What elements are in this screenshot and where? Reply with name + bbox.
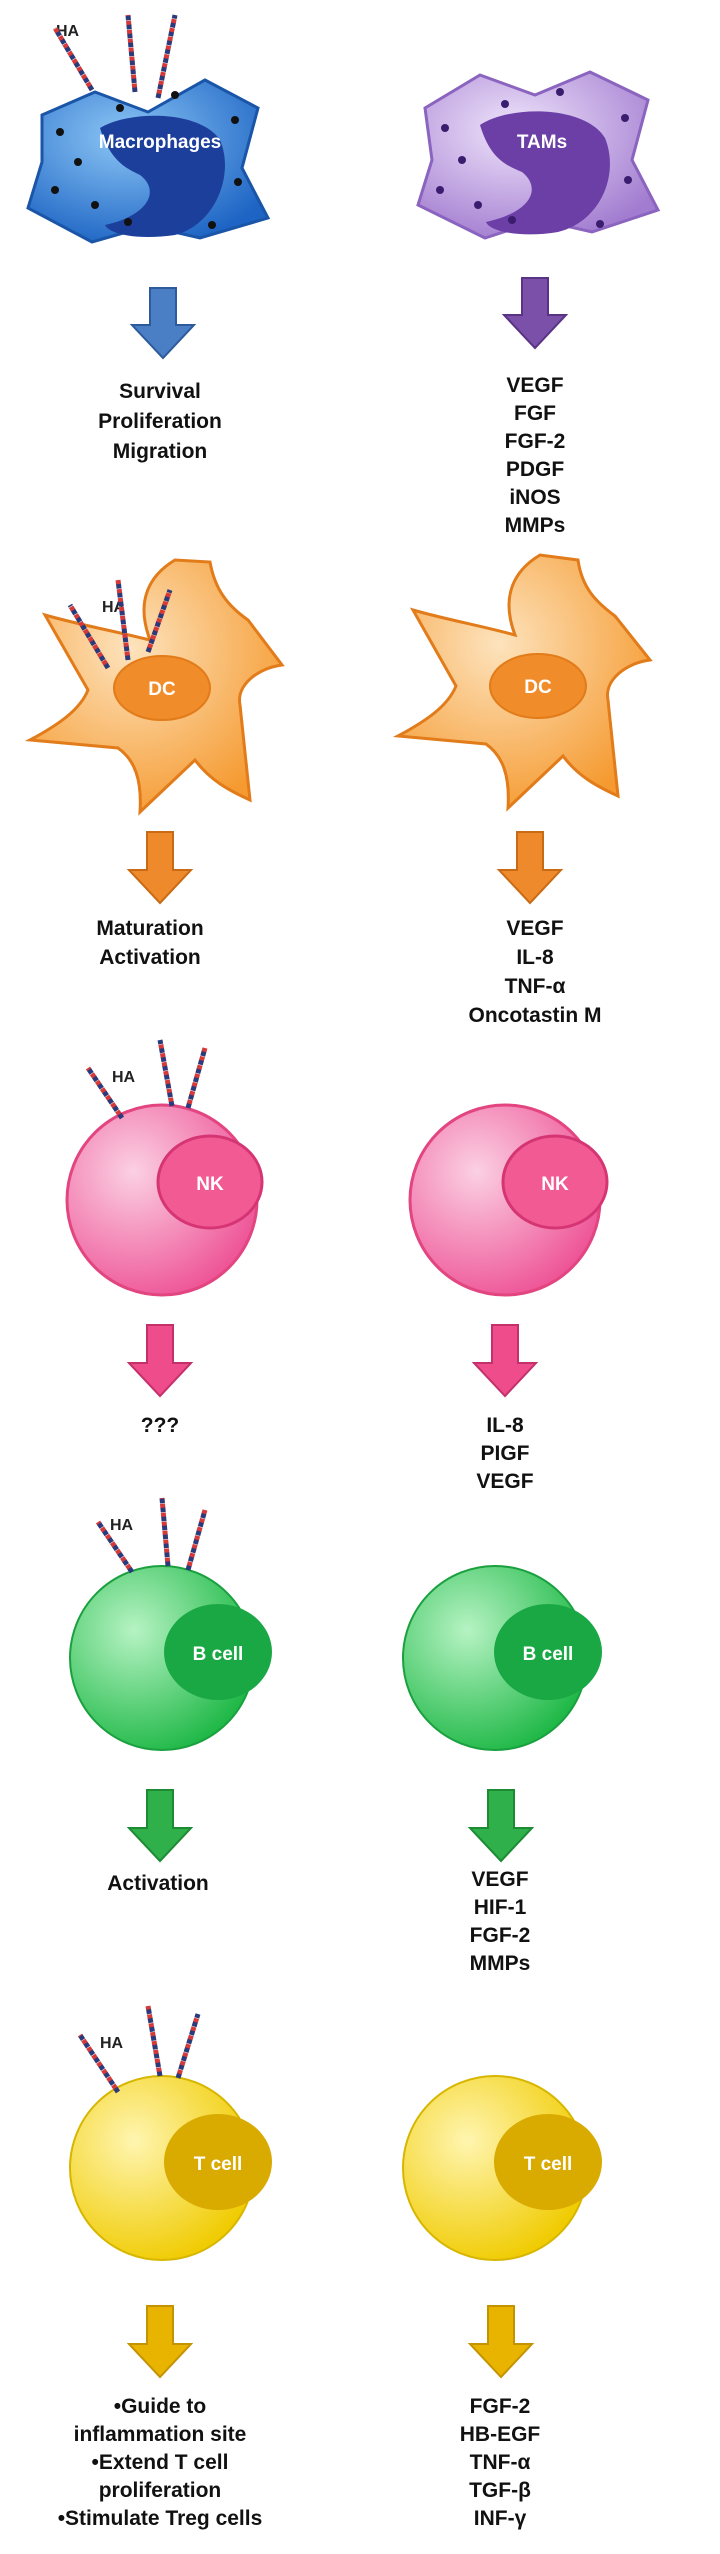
effect-item: HIF-1 [474,1896,527,1919]
arrow-dc-left [126,831,194,905]
effect-item: MMPs [470,1952,531,1975]
tcell-right: T cell [402,2075,602,2261]
effect-item: FGF-2 [505,430,566,453]
effect-item: VEGF [476,1470,533,1493]
effect-item: IL-8 [486,1414,524,1437]
nk-right-effects: IL-8 PIGF VEGF [476,1414,533,1493]
effect-item: PDGF [506,458,565,481]
arrow-tcell-right [467,2305,535,2379]
ha-label: HA [100,2035,124,2052]
effect-item: FGF-2 [470,1924,531,1947]
effect-item: inflammation site [74,2423,247,2446]
tam-label: TAMs [517,132,567,153]
macrophage-effects: Survival Proliferation Migration [98,380,222,463]
tam-effects: VEGF FGF FGF-2 PDGF iNOS MMPs [505,374,566,537]
dc-label-left: DC [148,679,176,700]
effect-item: Oncotastin M [468,1004,601,1027]
effect-item: VEGF [471,1868,528,1891]
tcell-label-left: T cell [194,2154,243,2175]
ha-chains-nk: HA [85,1039,208,1120]
effect-item: IL-8 [516,946,554,969]
effect-item: proliferation [99,2479,222,2502]
tcell-left: T cell [69,2075,272,2261]
dc-right-effects: VEGF IL-8 TNF-α Oncotastin M [468,917,601,1027]
nk-left-effects: ??? [141,1414,179,1437]
dc-cell-left: DC [24,558,285,816]
bcell-right: B cell [402,1565,602,1751]
effect-item: Maturation [96,917,203,940]
arrow-dc-right [496,831,564,905]
nk-label-left: NK [196,1174,224,1195]
bcell-right-effects: VEGF HIF-1 FGF-2 MMPs [470,1868,531,1975]
bcell-label-left: B cell [193,1644,244,1665]
effect-item: FGF-2 [470,2395,531,2418]
effect-item: Proliferation [98,410,222,433]
ha-chains-bcell: HA [95,1497,208,1574]
effect-item: INF-γ [474,2507,527,2530]
bcell-left: B cell [69,1565,272,1751]
effect-item: Survival [119,380,201,403]
macrophage-label: Macrophages [99,132,221,153]
ha-chains-tcell: HA [77,2005,201,2094]
tam-cell: TAMs [416,70,661,240]
bcell-label-right: B cell [523,1644,574,1665]
arrow-nk-left [126,1324,194,1398]
ha-chains-dc: HA [67,579,173,670]
effect-item: Migration [113,440,208,463]
effect-item: VEGF [506,374,563,397]
effect-item: PIGF [480,1442,529,1465]
effect-item: iNOS [509,486,560,509]
nk-label-right: NK [541,1174,569,1195]
effect-item: FGF [514,402,556,425]
dc-cell-right: DC [392,553,653,812]
dc-left-effects: Maturation Activation [96,917,203,969]
effect-item: Activation [107,1872,209,1895]
macrophage-cell: Macrophages [26,78,271,244]
arrow-bcell-right [467,1789,535,1863]
effect-item: •Extend T cell [92,2451,229,2474]
effect-item: MMPs [505,514,566,537]
effect-item: TNF-α [470,2451,531,2474]
arrow-macrophage [129,287,197,360]
arrow-tcell-left [126,2305,194,2379]
nk-cell-left: NK [65,1103,264,1297]
effect-item: Activation [99,946,201,969]
arrow-tam [501,277,569,350]
dc-label-right: DC [524,677,552,698]
tcell-left-effects: •Guide to inflammation site •Extend T ce… [58,2395,263,2530]
bcell-left-effects: Activation [107,1872,209,1895]
ha-label: HA [112,1069,136,1086]
effect-item: •Guide to [114,2395,207,2418]
effect-item: TGF-β [469,2479,531,2502]
ha-label: HA [110,1517,134,1534]
tcell-label-right: T cell [524,2154,573,2175]
effect-item: TNF-α [505,975,566,998]
effect-item: VEGF [506,917,563,940]
nk-cell-right: NK [408,1103,609,1297]
effect-item: •Stimulate Treg cells [58,2507,263,2530]
effect-item: ??? [141,1414,179,1437]
tcell-right-effects: FGF-2 HB-EGF TNF-α TGF-β INF-γ [460,2395,541,2530]
arrow-nk-right [471,1324,539,1398]
arrow-bcell-left [126,1789,194,1863]
effect-item: HB-EGF [460,2423,541,2446]
ha-chains-macrophage: HA [52,14,178,99]
